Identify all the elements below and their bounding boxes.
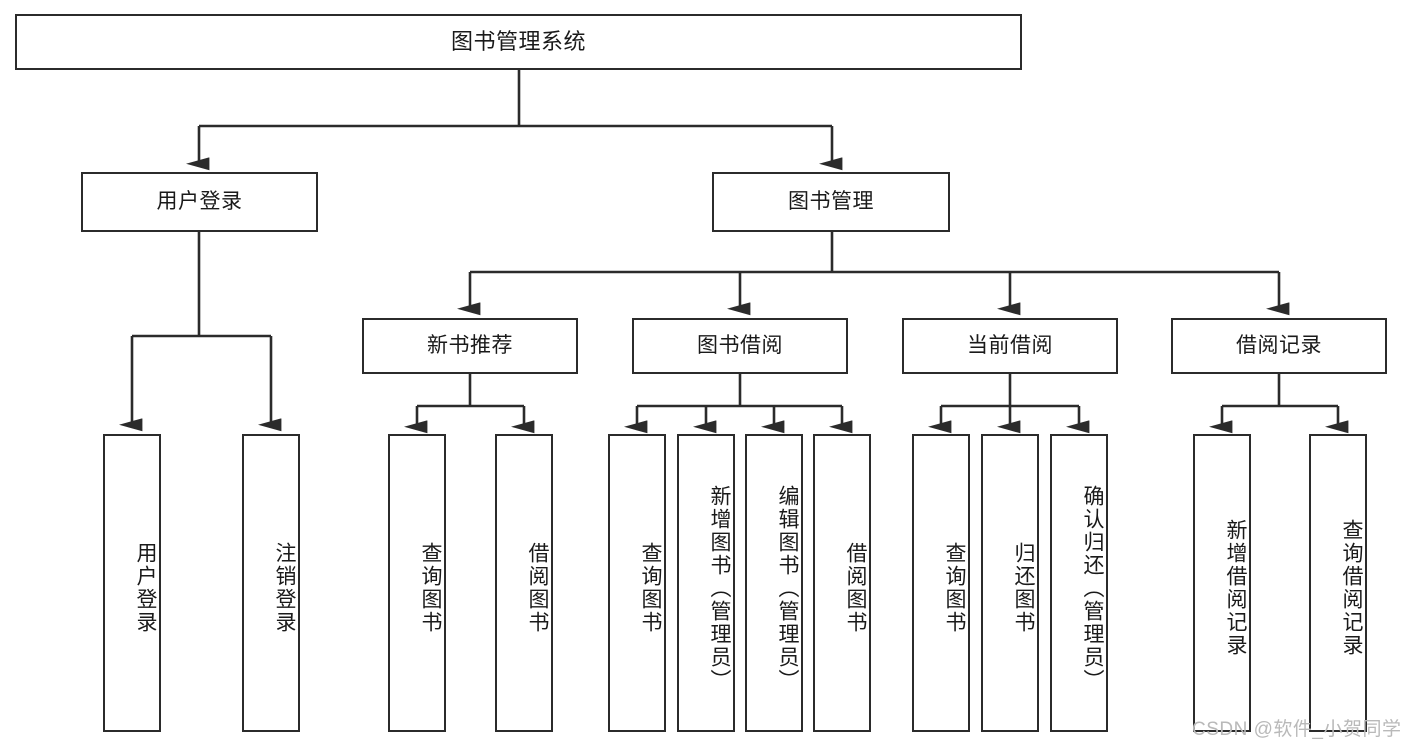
node-root-system[interactable]: 图书管理系统 xyxy=(15,14,1022,70)
leaf-current-confirm-return-admin[interactable]: 确认归还（管理员） xyxy=(1050,434,1108,732)
leaf-borrow-query-book[interactable]: 查询图书 xyxy=(608,434,666,732)
node-current-borrow[interactable]: 当前借阅 xyxy=(902,318,1118,374)
leaf-record-add[interactable]: 新增借阅记录 xyxy=(1193,434,1251,732)
node-user-login[interactable]: 用户登录 xyxy=(81,172,318,232)
leaf-user-login-logout[interactable]: 注销登录 xyxy=(242,434,300,732)
leaf-current-return-book[interactable]: 归还图书 xyxy=(981,434,1039,732)
leaf-new-book-query[interactable]: 查询图书 xyxy=(388,434,446,732)
leaf-borrow-borrow-book[interactable]: 借阅图书 xyxy=(813,434,871,732)
leaf-record-query[interactable]: 查询借阅记录 xyxy=(1309,434,1367,732)
leaf-new-book-borrow[interactable]: 借阅图书 xyxy=(495,434,553,732)
leaf-borrow-add-book-admin[interactable]: 新增图书（管理员） xyxy=(677,434,735,732)
leaf-label: 确认归还（管理员） xyxy=(1081,484,1104,692)
leaf-label: 查询图书 xyxy=(639,542,662,634)
leaf-label: 查询借阅记录 xyxy=(1340,519,1363,657)
leaf-label: 用户登录 xyxy=(134,542,157,634)
leaf-label: 查询图书 xyxy=(943,542,966,634)
leaf-user-login-login[interactable]: 用户登录 xyxy=(103,434,161,732)
leaf-label: 新增图书（管理员） xyxy=(708,484,731,692)
leaf-label: 编辑图书（管理员） xyxy=(776,484,799,692)
leaf-label: 借阅图书 xyxy=(526,542,549,634)
node-book-borrow[interactable]: 图书借阅 xyxy=(632,318,848,374)
leaf-label: 查询图书 xyxy=(419,542,442,634)
leaf-label: 注销登录 xyxy=(273,542,296,634)
leaf-current-query-book[interactable]: 查询图书 xyxy=(912,434,970,732)
leaf-borrow-edit-book-admin[interactable]: 编辑图书（管理员） xyxy=(745,434,803,732)
node-book-management[interactable]: 图书管理 xyxy=(712,172,950,232)
leaf-label: 新增借阅记录 xyxy=(1224,519,1247,657)
node-new-book-recommend[interactable]: 新书推荐 xyxy=(362,318,578,374)
leaf-label: 归还图书 xyxy=(1012,542,1035,634)
leaf-label: 借阅图书 xyxy=(844,542,867,634)
node-borrow-record[interactable]: 借阅记录 xyxy=(1171,318,1387,374)
watermark-text: CSDN @软件_小贺同学 xyxy=(1192,719,1402,740)
